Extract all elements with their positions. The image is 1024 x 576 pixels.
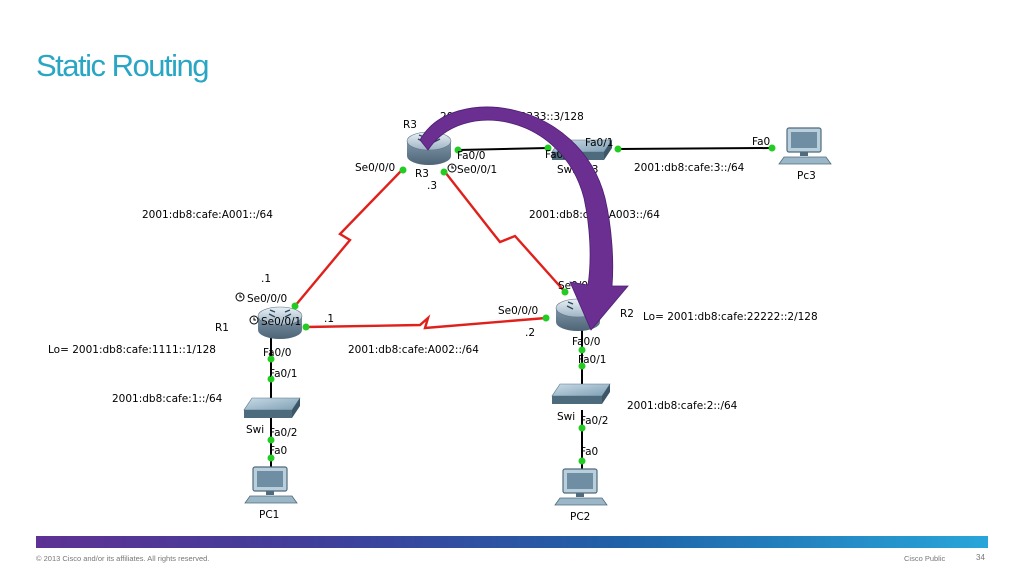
route-arrow-icon [419, 106, 629, 331]
switch1-icon[interactable] [243, 397, 301, 418]
footer-gradient-bar [36, 536, 988, 548]
lan3-network: 2001:db8:cafe:3::/64 [634, 162, 745, 174]
sw1-fa02-label: Fa0/2 [269, 427, 297, 439]
pc2-fa0-label: Fa0 [580, 446, 598, 458]
sw2-fa02-label: Fa0/2 [580, 415, 608, 427]
ethernet-link-switch3-pc3 [617, 147, 773, 150]
net-a002: 2001:db8:cafe:A002::/64 [348, 344, 479, 356]
r2-se000-label: Se0/0/0 [498, 305, 538, 317]
serial-link-r3-r2 [444, 171, 566, 293]
r3-fa00-label: Fa0/0 [457, 150, 485, 162]
pc1-fa0-label: Fa0 [269, 445, 287, 457]
r1-se000-label: Se0/0/0 [247, 293, 287, 305]
classification-label: Cisco Public [904, 554, 946, 563]
pc3-fa0-label: Fa0 [752, 136, 770, 148]
page-number: 34 [976, 553, 985, 562]
clock-icon [235, 163, 457, 325]
r3-se000-label: Se0/0/0 [355, 162, 395, 174]
lan1-network: 2001:db8:cafe:1::/64 [112, 393, 223, 405]
switch2-icon[interactable] [551, 383, 611, 404]
r2-name: R2 [620, 308, 634, 320]
r1-fa00-label: Fa0/0 [263, 347, 291, 359]
port-indicators [267, 144, 776, 465]
pc3-icon[interactable] [778, 127, 832, 165]
r1-host-a002: .1 [324, 313, 334, 325]
r3-name: R3 [415, 168, 429, 180]
pc3-name: Pc3 [797, 170, 816, 182]
pc1-name: PC1 [259, 509, 279, 521]
sw2-fa01-label: Fa0/1 [578, 354, 606, 366]
r2-host: .2 [525, 327, 535, 339]
pc2-icon[interactable] [554, 468, 608, 506]
slide-title: Static Routing [36, 48, 210, 83]
r3-host: .3 [427, 180, 437, 192]
net-a001: 2001:db8:cafe:A001::/64 [142, 209, 273, 221]
r1-name: R1 [215, 322, 229, 334]
lan2-network: 2001:db8:cafe:2::/64 [627, 400, 738, 412]
ethernet-link-r3-switch3 [457, 147, 549, 151]
r2-fa00-label: Fa0/0 [572, 336, 600, 348]
topology-labels: R3 2001:db8:cafe:3333::3/128 Se0/0/0 R3 … [48, 111, 818, 523]
r1-se001-label: Se0/0/1 [261, 316, 301, 328]
switch1-name: Swi [246, 424, 264, 436]
r3-se001-label: Se0/0/1 [457, 164, 497, 176]
r1-loopback: Lo= 2001:db8:cafe:1111::1/128 [48, 344, 216, 356]
copyright-notice: © 2013 Cisco and/or its affiliates. All … [36, 554, 210, 563]
r1-host-a001: .1 [261, 273, 271, 285]
r2-loopback: Lo= 2001:db8:cafe:22222::2/128 [643, 311, 818, 323]
serial-link-r1-r3 [294, 169, 403, 307]
pc2-name: PC2 [570, 511, 590, 523]
sw1-fa01-label: Fa0/1 [269, 368, 297, 380]
sw3-fa01-label: Fa0/1 [585, 137, 613, 149]
switch2-name: Swi [557, 411, 575, 423]
r3-name-top: R3 [403, 119, 417, 131]
serial-link-r1-r2 [305, 314, 547, 330]
pc1-icon[interactable] [244, 466, 298, 504]
router-r1-icon[interactable] [257, 306, 303, 339]
